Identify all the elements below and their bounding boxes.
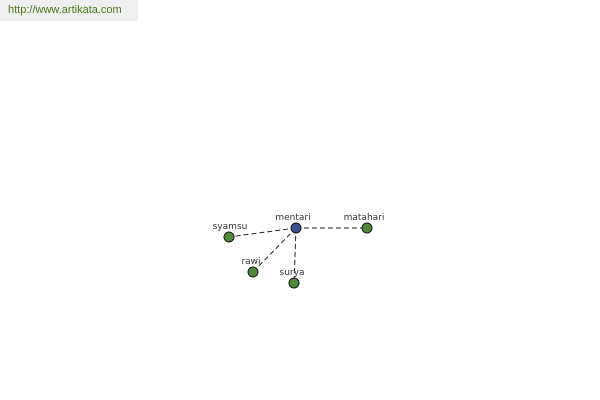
node-mentari[interactable]: mentari <box>275 213 311 234</box>
edge-mentari-surya <box>293 227 297 284</box>
node-circle-syamsu[interactable] <box>223 231 235 243</box>
node-syamsu[interactable]: syamsu <box>213 222 248 243</box>
node-circle-matahari[interactable] <box>361 222 373 234</box>
site-url-label[interactable]: http://www.artikata.com <box>0 0 138 21</box>
node-circle-surya[interactable] <box>288 277 300 289</box>
node-surya[interactable]: surya <box>280 268 305 289</box>
node-circle-mentari[interactable] <box>290 222 302 234</box>
node-label-mentari[interactable]: mentari <box>275 213 310 223</box>
node-label-rawi[interactable]: rawi <box>241 257 260 267</box>
edge-mentari-syamsu <box>228 227 297 238</box>
node-label-surya[interactable]: surya <box>280 268 305 278</box>
site-url-text[interactable]: http://www.artikata.com <box>8 4 122 16</box>
edge-mentari-rawi <box>252 227 297 273</box>
node-matahari[interactable]: matahari <box>344 213 385 234</box>
node-circle-rawi[interactable] <box>247 266 259 278</box>
node-rawi[interactable]: rawi <box>241 257 261 278</box>
edges-layer <box>228 227 367 284</box>
node-label-syamsu[interactable]: syamsu <box>213 222 248 232</box>
node-label-matahari[interactable]: matahari <box>344 213 385 223</box>
nodes-layer: mentari matahari syamsu rawi surya <box>213 213 385 289</box>
